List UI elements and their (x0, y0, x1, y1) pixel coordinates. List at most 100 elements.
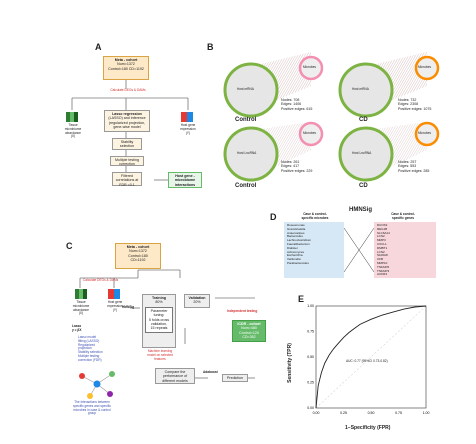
c-cmp-l3: different models (162, 378, 188, 383)
c-lasso-l1: Lasso (72, 324, 82, 328)
microbe-item: Parabacteroides (287, 260, 309, 265)
d-rh1: Case & control- (391, 212, 415, 216)
c-left-l4: (X) (78, 311, 84, 316)
c-icdr-l2: Num=480 (241, 326, 257, 331)
a-calc-label: Calculate DEGs & DAMs (110, 88, 146, 92)
c-b2: fitting (LASSO) (78, 338, 100, 343)
c-validation-box: Validation 20% (184, 294, 210, 308)
x-tick-label: 0.25 (340, 411, 347, 415)
gene-item: MMP3 (377, 238, 386, 243)
a-left-label: Tissue microbiome abundance (X) (56, 123, 90, 139)
c-cmp-l1: Compare the (164, 370, 186, 374)
e-xlabel: 1−Specificity (FPR) (345, 425, 391, 431)
gene-item: TNFAIP6 (377, 264, 390, 269)
a-result-l3: interactions (174, 182, 196, 187)
a-left-l2: microbiome (64, 126, 82, 131)
c-val-l1: Validation (188, 296, 206, 300)
a-mult-l2: correction (119, 162, 135, 167)
a-result-l1: Host gene - (175, 174, 195, 178)
microbe-item: Roseomonas (287, 223, 305, 227)
c-lasso: Lasso y = βX (72, 324, 82, 333)
b4-group: CD (359, 183, 368, 189)
a-multiple-box: Multiple testing correction (110, 156, 144, 166)
c-microbiome-icon (75, 289, 87, 299)
b2-host: Host mRNA (352, 87, 369, 91)
y-tick-label: 0.75 (307, 330, 314, 334)
c-adaboost: Adaboost (203, 370, 218, 374)
panel-b-label: B (207, 42, 214, 52)
d-lh2: specific microbes (301, 215, 329, 220)
b-networks (223, 52, 440, 182)
c-right-l2: expression (107, 303, 123, 308)
c-compare-box: Compare the performance of different mod… (155, 368, 195, 384)
b-network-4 (338, 121, 440, 182)
c-left-label: Tissue microbiome abundance (X) (64, 300, 98, 316)
y-tick-label: 0.00 (307, 406, 314, 410)
a-right-l1: Host gene (180, 123, 196, 127)
c-right-label: Host gene expression (Y) (98, 300, 132, 312)
b2-microbe: Microbes (418, 65, 431, 69)
x-tick-label: 1.00 (423, 411, 430, 415)
c-expression-icon (108, 289, 120, 299)
microbe-item: Dialister (287, 245, 298, 250)
c-fn2: specific genes and specific (73, 403, 111, 408)
gene-item: ACKR3 (377, 272, 388, 277)
gene-item: MMP10 (377, 260, 388, 265)
a-meta-title: Meta - cohort (114, 58, 138, 62)
c-ml-l3: features (154, 356, 166, 361)
a-filter-l2: correlations at (115, 178, 139, 183)
c-icdr-l1: ICDR - cohort (237, 322, 261, 326)
b2-nodes: Nodes: 732 (398, 98, 417, 102)
c-b6: Multiple testing (78, 353, 100, 358)
c-param-l1: Parameter (150, 308, 168, 313)
b4-stats: Nodes: 257 Edges: 553 Positive edges: 28… (398, 160, 429, 173)
a-lasso-l1: Lasso regression (112, 112, 142, 116)
b3-group: Control (235, 183, 257, 189)
e-auc: AUC: 0.77 (95%CI 0.73-0.82) (346, 359, 388, 363)
c-right-l1: Host gene (107, 300, 123, 304)
b4-nodes: Nodes: 257 (398, 160, 417, 164)
c-param-l2: tuning: (153, 313, 165, 318)
c-pred-l1: Prediction (227, 376, 243, 380)
b1-nodes: Nodes: 708 (281, 98, 300, 102)
c-ml-note: Machine learning model on selected featu… (138, 349, 182, 361)
e-roc-chart: 0.000.000.250.250.500.500.750.751.001.00 (307, 304, 429, 415)
microbe-item: Actinomyces (287, 249, 305, 254)
b3-nodes: Nodes: 261 (281, 160, 300, 164)
e-diagonal (315, 305, 427, 409)
microbe-item: Lachnoclostridium (287, 238, 312, 243)
b1-pos: Positive edges: 615 (281, 106, 313, 111)
c-fn1: The interactions between (74, 400, 110, 404)
b-network-1 (223, 52, 324, 118)
x-tick-label: 0.00 (313, 411, 320, 415)
b3-stats: Nodes: 261 Edges: 417 Positive edges: 22… (281, 160, 312, 173)
c-icdr-l4: CD=362 (242, 335, 256, 340)
d-left-header: Case & control- specific microbes (285, 212, 345, 221)
c-meta-l3: Control=180 (128, 253, 148, 258)
c-prediction-box: Prediction (222, 374, 248, 382)
c-left-l3: abundance (73, 307, 89, 312)
e-ticks: 0.000.000.250.250.500.500.750.751.001.00 (307, 304, 429, 415)
c-right-l3: (Y) (112, 307, 118, 312)
d-lh1: Case & control- (303, 212, 327, 216)
a-left-l3: abundance (65, 130, 81, 135)
c-network-icon (79, 371, 115, 399)
a-meta-num: Num=1372 (117, 62, 135, 67)
c-meta-l2: Num=1372 (129, 249, 147, 254)
microbe-item: Escherichia (287, 253, 303, 258)
a-lasso-box: Lasso regression (LASSO) and inference (… (104, 110, 150, 132)
y-tick-label: 0.50 (307, 355, 314, 359)
c-b1: Lasso model (78, 335, 97, 339)
c-left-l2: microbiome (72, 303, 90, 308)
a-result-box: Host gene - microbiome interactions (168, 172, 202, 188)
c-left-l1: Tissue (76, 300, 86, 304)
c-lasso-l2: y = βX (72, 327, 82, 332)
c-train-l2: 80% (155, 300, 163, 305)
gene-item: DMBT1 (377, 245, 388, 250)
b-network-3 (223, 121, 324, 182)
c-icdr-l3: Control=120 (239, 330, 259, 335)
c-bullets: Lasso model fitting (LASSO) Regularized … (78, 335, 103, 363)
b2-edges: Edges: 2308 (398, 102, 419, 107)
a-right-label: Host gene expression (Y) (171, 123, 205, 135)
